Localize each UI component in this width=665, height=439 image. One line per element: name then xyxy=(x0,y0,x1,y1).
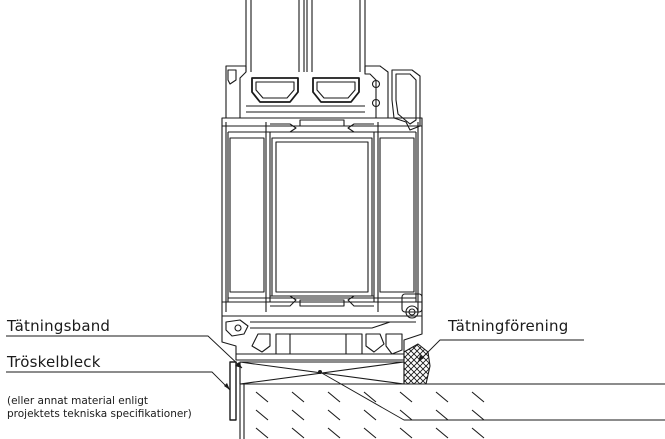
sash-profile xyxy=(225,65,421,131)
label-threshold-note-line2: projektets tekniska specifikationer) xyxy=(7,408,192,420)
leader-lines xyxy=(6,335,665,421)
label-threshold-note-line1: (eller annat material enligt xyxy=(7,395,149,407)
glass-spacers xyxy=(251,77,360,103)
threshold-profile xyxy=(221,315,423,361)
floor-slab xyxy=(244,383,665,439)
threshold-sheet xyxy=(229,361,245,439)
label-sealing-compound: Tätningförening xyxy=(448,317,569,335)
label-sealing-tape: Tätningsband xyxy=(7,317,111,335)
frame-profile xyxy=(221,117,423,319)
arrow-heads xyxy=(224,355,424,390)
sealing-compound xyxy=(403,343,431,385)
label-threshold-sheet: Tröskelbleck xyxy=(7,353,101,371)
glass-panes xyxy=(245,0,366,72)
